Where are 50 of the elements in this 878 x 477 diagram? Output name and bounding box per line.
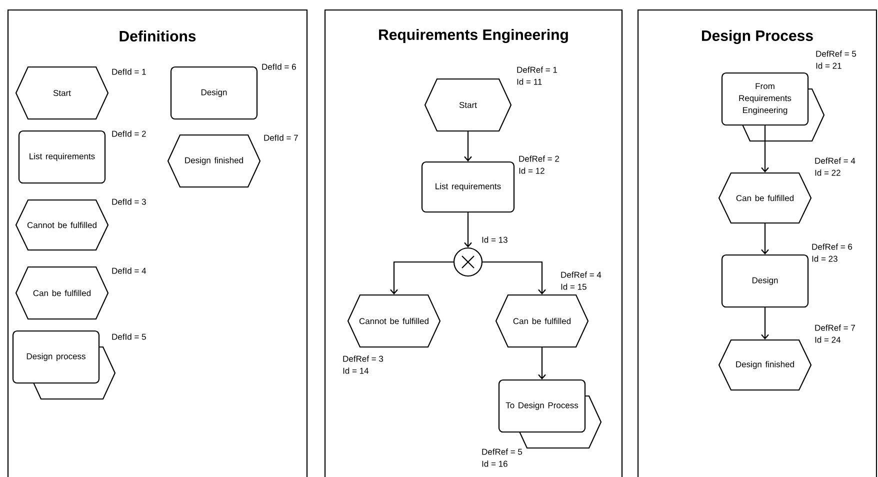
id-label: Id = 12 [519,168,544,174]
arrow [761,308,769,340]
function-box: List requirements [421,161,515,213]
id-label: Id = 23 [812,256,838,262]
arrow [761,126,769,172]
id-label: DefId = 2 [112,130,146,137]
arrow [538,348,546,380]
xor-connector [453,247,483,277]
arrow [390,261,454,294]
process-interface: To Design Process [498,379,602,449]
function-box: Design [170,66,258,120]
id-label: DefRef = 4 [561,272,602,278]
id-label: Id = 22 [815,170,840,176]
id-label: DefRef = 7 [815,324,855,331]
process-interface: From Requirements Engineering [721,72,825,142]
event-hexagon: Start [424,78,512,132]
event-hexagon: Design finished [167,134,261,188]
event-hexagon: Start [15,66,109,120]
function-box: Design [721,254,809,308]
id-label: DefId = 7 [264,134,298,141]
event-hexagon: Design finished [718,339,812,391]
event-hexagon: Can be fulfilled [15,266,109,320]
node-label: From [756,83,774,90]
event-hexagon: Can be fulfilled [495,294,589,348]
arrow [464,132,472,162]
id-label: Id = 15 [561,284,586,290]
id-label: DefId = 3 [112,198,146,205]
id-label: Id = 21 [816,62,842,69]
id-label: Id = 24 [815,336,841,343]
id-label: Id = 11 [517,78,542,85]
event-hexagon: Can be fulfilled [718,172,812,224]
id-label: DefRef = 4 [815,158,856,164]
id-label: DefRef = 1 [517,66,557,73]
id-label: DefRef = 2 [519,156,559,162]
id-label: DefId = 1 [112,68,146,75]
id-label: DefRef = 5 [482,448,522,455]
id-label: DefId = 6 [262,64,296,70]
arrow [482,261,546,294]
arrow [464,212,472,248]
event-hexagon: Cannot be fulfilled [347,294,441,348]
function-box: List requirements [18,130,106,184]
id-label: Id = 16 [482,460,508,467]
event-hexagon: Cannot be fulfilled [15,199,109,251]
id-label: DefId = 4 [112,268,146,274]
id-label: DefRef = 6 [812,244,852,250]
arrow [761,224,769,254]
id-label: Id = 13 [482,236,508,243]
id-label: DefRef = 5 [816,50,856,57]
id-label: DefRef = 3 [343,356,384,362]
id-label: Id = 14 [343,368,369,374]
